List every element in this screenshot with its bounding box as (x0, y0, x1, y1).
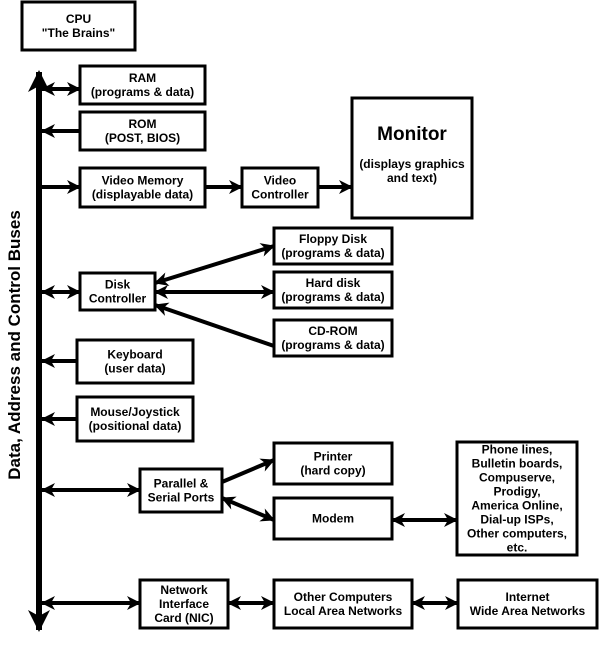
monitor-box (350, 96, 474, 220)
phone-lines-label: Phone lines, (482, 443, 553, 457)
other-computers-label: Other Computers (294, 590, 393, 604)
video-memory-box (78, 166, 207, 209)
modem-label: Modem (312, 512, 354, 526)
node-mouse-joystick: Mouse/Joystick(positional data) (75, 395, 195, 443)
keyboard-box (75, 338, 195, 385)
disk-controller-box (78, 271, 157, 312)
node-hard-disk: Hard disk(programs & data) (272, 270, 394, 310)
hard-disk-box (272, 270, 394, 310)
node-printer: Printer(hard copy) (272, 441, 394, 486)
video-controller-box (240, 166, 320, 209)
hard-disk-label: Hard disk (306, 276, 361, 290)
monitor-title: Monitor (377, 124, 447, 145)
ram-box (78, 64, 207, 106)
node-phone-lines: Phone lines,Bulletin boards,Compuserve,P… (455, 440, 579, 557)
rom-label: (POST, BIOS) (105, 131, 180, 145)
cd-rom-label: CD-ROM (308, 324, 357, 338)
monitor-label: and text) (387, 171, 437, 185)
node-modem: Modem (272, 496, 394, 541)
phone-lines-label: Compuserve, (479, 471, 555, 485)
keyboard-label: Keyboard (107, 348, 162, 362)
video-controller-label: Video (264, 174, 296, 188)
node-floppy-disk: Floppy Disk(programs & data) (272, 226, 394, 266)
parallel-serial-ports-label: Serial Ports (148, 491, 215, 505)
arrow-ports-printer (221, 458, 275, 484)
floppy-disk-box (272, 226, 394, 266)
cd-rom-label: (programs & data) (281, 338, 384, 352)
parallel-serial-ports-label: Parallel & (154, 477, 209, 491)
disk-controller-label: Disk (105, 278, 131, 292)
mouse-joystick-box (75, 395, 195, 443)
cd-rom-box (272, 318, 394, 358)
modem-box (272, 496, 394, 541)
hard-disk-label: (programs & data) (281, 290, 384, 304)
cpu-label: CPU (66, 12, 91, 26)
node-cpu: CPU"The Brains" (20, 0, 137, 52)
phone-lines-label: Bulletin boards, (472, 457, 563, 471)
internet-label: Wide Area Networks (470, 604, 586, 618)
floppy-disk-label: Floppy Disk (299, 232, 367, 246)
other-computers-label: Local Area Networks (284, 604, 403, 618)
phone-lines-label: etc. (507, 541, 528, 555)
phone-lines-box (455, 440, 579, 557)
arrow-cd-to-dc (154, 302, 275, 348)
mouse-joystick-label: Mouse/Joystick (90, 405, 180, 419)
arrow-ports-modem (221, 496, 275, 522)
keyboard-label: (user data) (104, 362, 165, 376)
node-cd-rom: CD-ROM(programs & data) (272, 318, 394, 358)
printer-label: (hard copy) (300, 464, 365, 478)
phone-lines-label: Dial-up ISPs, (480, 513, 553, 527)
cpu-label: "The Brains" (42, 26, 115, 40)
video-memory-label: (displayable data) (92, 188, 193, 202)
monitor-label: (displays graphics (359, 157, 465, 171)
floppy-disk-label: (programs & data) (281, 246, 384, 260)
internet-box (456, 578, 599, 630)
parallel-serial-ports-box (138, 467, 224, 514)
nic-box (138, 578, 230, 630)
other-computers-box (272, 578, 414, 630)
mouse-joystick-label: (positional data) (89, 419, 182, 433)
disk-controller-label: Controller (89, 292, 147, 306)
bus-label: Data, Address and Control Buses (5, 210, 24, 480)
ram-label: (programs & data) (91, 85, 194, 99)
node-parallel-serial-ports: Parallel &Serial Ports (138, 467, 224, 514)
phone-lines-label: Prodigy, (493, 485, 540, 499)
internet-label: Internet (505, 590, 549, 604)
printer-label: Printer (314, 450, 353, 464)
node-ram: RAM(programs & data) (78, 64, 207, 106)
ram-label: RAM (129, 71, 156, 85)
nic-label: Network (160, 583, 208, 597)
arrow-dc-floppy (154, 243, 275, 286)
phone-lines-label: America Online, (471, 499, 562, 513)
phone-lines-label: Other computers, (467, 527, 567, 541)
nic-label: Interface (159, 597, 209, 611)
printer-box (272, 441, 394, 486)
nic-label: Card (NIC) (154, 611, 213, 625)
rom-label: ROM (129, 117, 157, 131)
video-memory-label: Video Memory (102, 174, 184, 188)
rom-box (78, 110, 207, 152)
node-keyboard: Keyboard(user data) (75, 338, 195, 385)
node-rom: ROM(POST, BIOS) (78, 110, 207, 152)
node-video-memory: Video Memory(displayable data) (78, 166, 207, 209)
cpu-box (20, 0, 137, 52)
video-controller-label: Controller (251, 188, 309, 202)
